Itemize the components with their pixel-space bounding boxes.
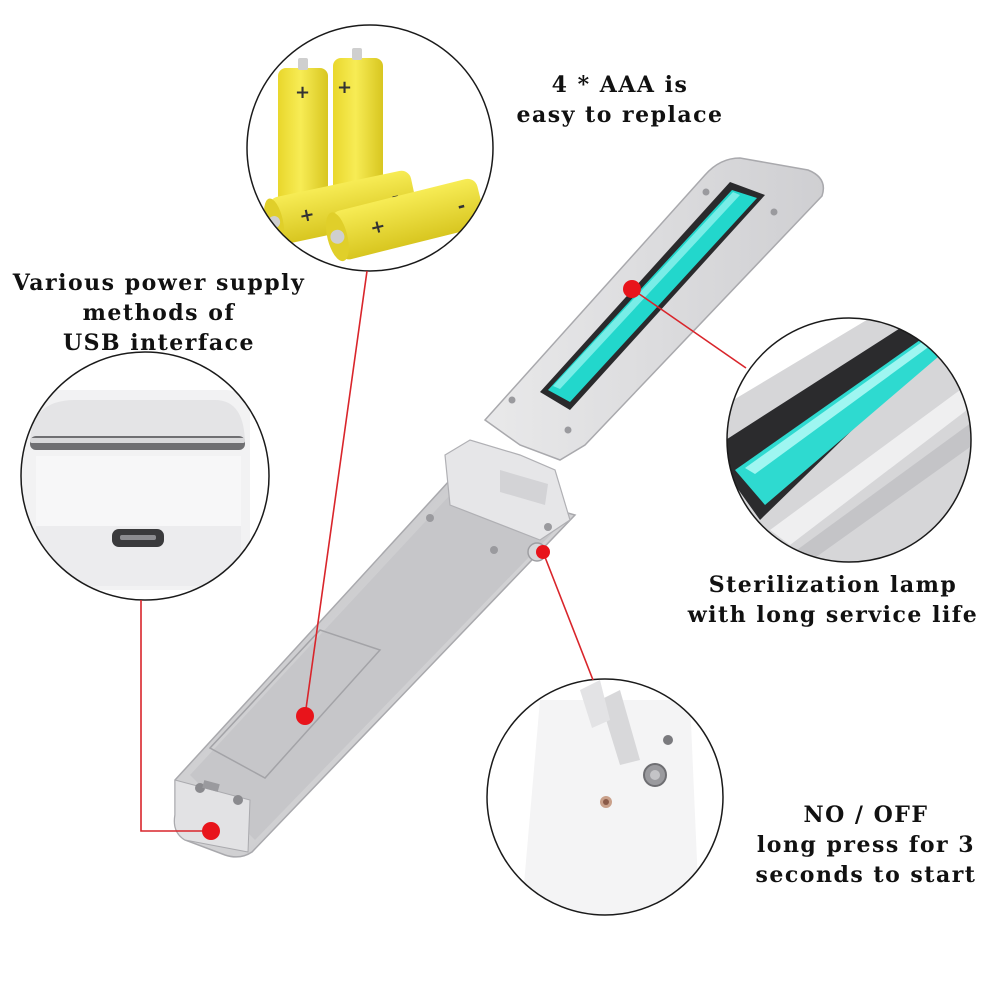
batteries-detail: + + + - + - — [246, 24, 494, 272]
callout-markers — [202, 280, 641, 840]
callout-usb-line2: methods of — [82, 300, 236, 326]
marker-dot — [296, 707, 314, 725]
battery-icon: + — [278, 58, 328, 208]
leader-line-switch — [542, 551, 594, 681]
callout-switch: NO / OFF long press for 3 seconds to sta… — [742, 800, 990, 890]
uv-tube — [548, 190, 757, 402]
callout-batteries-line1: 4 * AAA is — [551, 72, 689, 98]
callout-switch-line3: seconds to start — [755, 862, 977, 888]
power-switch-detail — [486, 678, 724, 916]
svg-text:+: + — [337, 77, 352, 98]
marker-dot — [202, 822, 220, 840]
marker-dot — [623, 280, 641, 298]
battery-icon: + - — [325, 178, 485, 262]
callout-lamp-line1: Sterilization lamp — [708, 572, 958, 598]
callout-switch-line1: NO / OFF — [803, 802, 929, 828]
callout-lamp: Sterilization lamp with long service lif… — [668, 570, 998, 630]
handle-end-cap — [174, 779, 251, 853]
uv-tube-closeup — [735, 340, 952, 505]
leader-line-lamp — [631, 288, 747, 369]
callout-batteries-line2: easy to replace — [516, 102, 724, 128]
callout-usb-line3: USB interface — [62, 330, 256, 356]
uv-sterilizer-device — [173, 157, 825, 858]
svg-text:+: + — [297, 204, 316, 228]
marker-dot — [536, 545, 550, 559]
battery-icon: + — [333, 48, 383, 198]
leader-line-usb — [140, 600, 211, 832]
callout-switch-line2: long press for 3 — [756, 832, 976, 858]
leader-line-batteries — [304, 270, 368, 717]
callout-lamp-line2: with long service life — [687, 602, 979, 628]
svg-text:+: + — [295, 82, 310, 103]
lamp-detail — [726, 317, 972, 563]
svg-text:+: + — [368, 215, 388, 239]
callout-usb: Various power supply methods of USB inte… — [0, 268, 318, 358]
usb-port-detail — [20, 351, 270, 601]
leader-lines — [140, 270, 747, 832]
battery-cover — [208, 629, 382, 779]
callout-usb-line1: Various power supply — [12, 270, 306, 296]
callout-batteries: 4 * AAA is easy to replace — [500, 70, 740, 130]
